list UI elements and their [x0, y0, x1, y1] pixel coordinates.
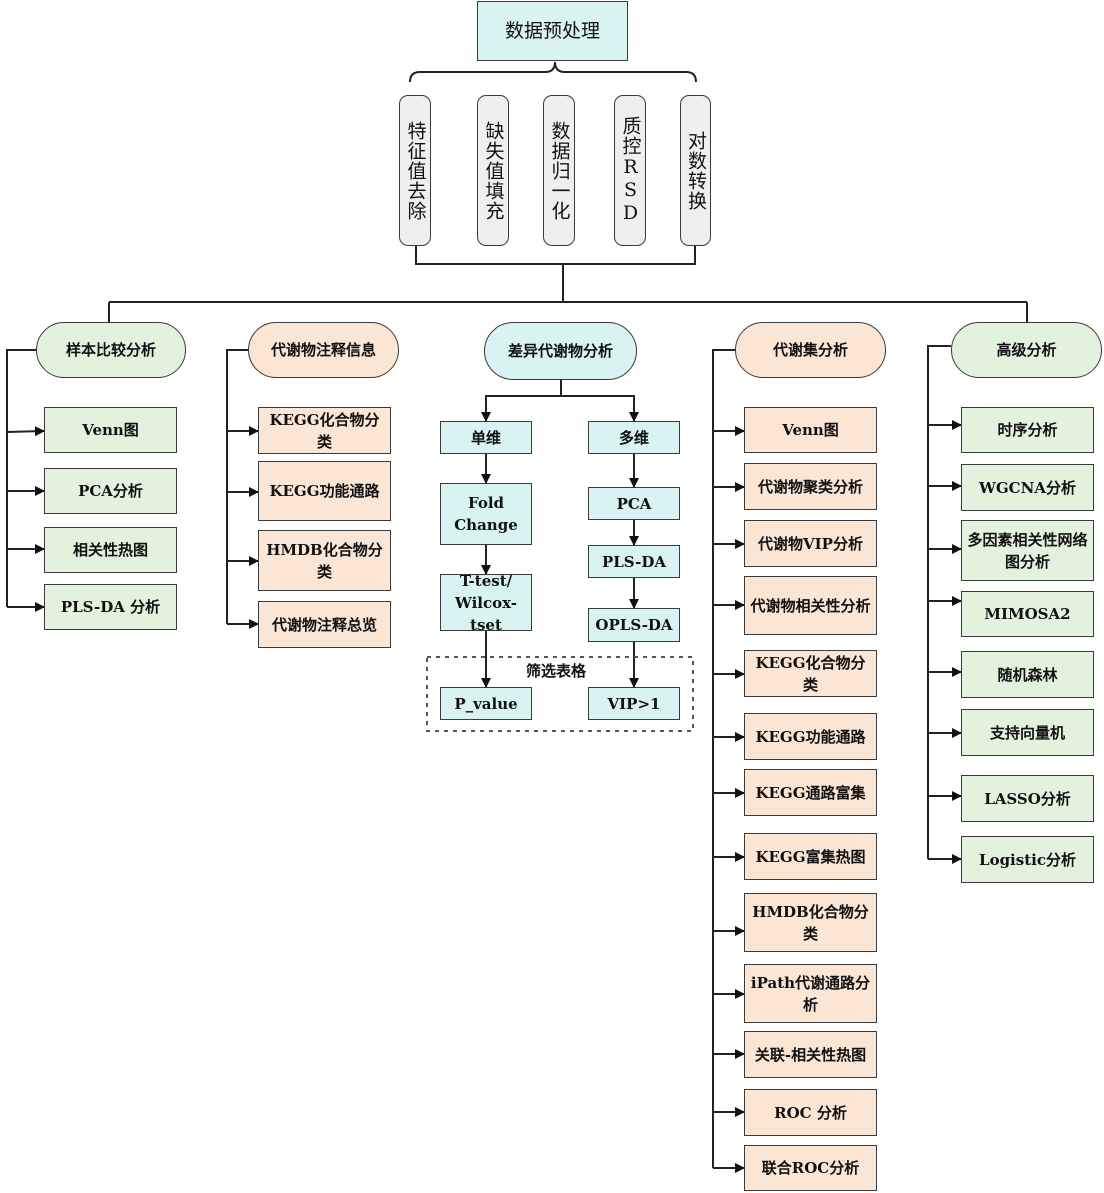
advanced-item-timeseries[interactable]: 时序分析: [961, 407, 1094, 453]
preprocess-normalization[interactable]: 数据归一化: [543, 95, 575, 246]
root-node[interactable]: 数据预处理: [477, 1, 628, 61]
diff-plsda[interactable]: PLS-DA: [588, 545, 680, 578]
filter-label: 筛选表格: [522, 660, 591, 681]
sample-item-venn[interactable]: Venn图: [44, 407, 177, 453]
metaset-item-joint-roc[interactable]: 联合ROC分析: [744, 1145, 877, 1191]
category-sample-comparison[interactable]: 样本比较分析: [36, 322, 186, 378]
preprocess-missing-fill[interactable]: 缺失值填充: [477, 95, 509, 246]
annotation-item-overview[interactable]: 代谢物注释总览: [258, 601, 391, 648]
category-metabolite-set[interactable]: 代谢集分析: [735, 322, 886, 378]
category-annotation[interactable]: 代谢物注释信息: [248, 322, 399, 378]
diff-vip[interactable]: VIP>1: [588, 687, 680, 720]
main-bus: [108, 301, 1028, 322]
advanced-item-random-forest[interactable]: 随机森林: [961, 651, 1094, 698]
annotation-item-hmdb[interactable]: HMDB化合物分类: [258, 530, 391, 591]
sample-item-heatmap[interactable]: 相关性热图: [44, 527, 177, 573]
metaset-item-correlation[interactable]: 代谢物相关性分析: [744, 576, 877, 635]
annotation-item-kegg-compound[interactable]: KEGG化合物分类: [258, 407, 391, 454]
annotation-item-kegg-pathway[interactable]: KEGG功能通路: [258, 461, 391, 521]
advanced-item-mimosa2[interactable]: MIMOSA2: [961, 591, 1094, 637]
metaset-item-ipath[interactable]: iPath代谢通路分析: [744, 964, 877, 1023]
diff-pvalue[interactable]: P_value: [440, 687, 532, 720]
advanced-item-logistic[interactable]: Logistic分析: [961, 836, 1094, 883]
sample-item-pca[interactable]: PCA分析: [44, 468, 177, 514]
category-advanced[interactable]: 高级分析: [951, 322, 1102, 378]
diff-univariate[interactable]: 单维: [440, 421, 532, 454]
diff-pca[interactable]: PCA: [588, 487, 680, 520]
advanced-item-network[interactable]: 多因素相关性网络图分析: [961, 520, 1094, 581]
metaset-item-kegg-enrichment[interactable]: KEGG通路富集: [744, 769, 877, 816]
metaset-item-cluster[interactable]: 代谢物聚类分析: [744, 463, 877, 510]
top-brace: [409, 61, 697, 83]
metaset-item-assoc-heatmap[interactable]: 关联-相关性热图: [744, 1031, 877, 1078]
metaset-item-kegg-heatmap[interactable]: KEGG富集热图: [744, 833, 877, 880]
preprocess-feature-removal[interactable]: 特征值去除: [399, 95, 431, 246]
preprocess-qc-rsd[interactable]: 质控RSD: [614, 95, 646, 246]
advanced-item-svm[interactable]: 支持向量机: [961, 709, 1094, 756]
metaset-item-hmdb[interactable]: HMDB化合物分类: [744, 893, 877, 952]
filter-region: [426, 656, 694, 732]
metaset-item-kegg-pathway[interactable]: KEGG功能通路: [744, 713, 877, 760]
diff-multivariate[interactable]: 多维: [588, 421, 680, 454]
diff-ttest[interactable]: T-test/ Wilcox-tset: [440, 572, 532, 634]
sample-item-plsda[interactable]: PLS-DA 分析: [44, 584, 177, 630]
metaset-item-kegg-compound[interactable]: KEGG化合物分类: [744, 650, 877, 697]
bottom-bracket: [415, 246, 696, 302]
category-differential[interactable]: 差异代谢物分析: [484, 322, 637, 380]
metaset-item-roc[interactable]: ROC 分析: [744, 1089, 877, 1136]
diff-fold-change[interactable]: Fold Change: [440, 483, 532, 545]
advanced-item-wgcna[interactable]: WGCNA分析: [961, 464, 1094, 511]
diff-oplsda[interactable]: OPLS-DA: [588, 608, 680, 642]
metaset-item-venn[interactable]: Venn图: [744, 407, 877, 453]
preprocess-log-transform[interactable]: 对数转换: [680, 95, 711, 246]
advanced-item-lasso[interactable]: LASSO分析: [961, 775, 1094, 822]
metaset-item-vip[interactable]: 代谢物VIP分析: [744, 520, 877, 567]
